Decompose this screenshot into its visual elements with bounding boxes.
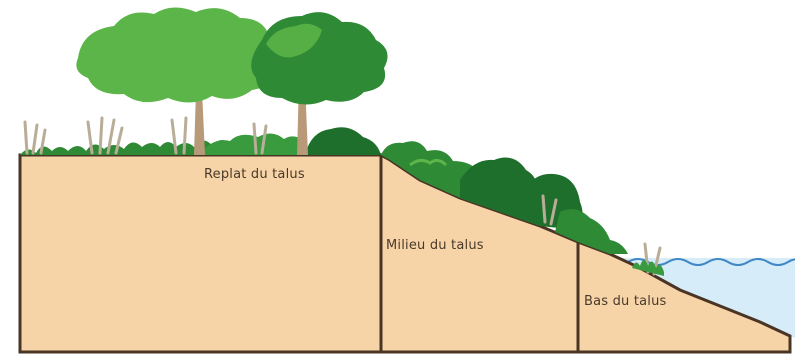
shore-grass bbox=[632, 260, 664, 276]
soil-bottom-slope bbox=[576, 239, 792, 354]
soil-plateau bbox=[18, 153, 383, 354]
label-top-zone: Replat du talus bbox=[204, 167, 305, 182]
tree-right bbox=[251, 12, 388, 155]
slope-shrubs bbox=[381, 141, 628, 254]
water-surface-line bbox=[627, 258, 795, 266]
plateau-reeds bbox=[23, 116, 268, 155]
tree-left bbox=[76, 7, 279, 155]
label-middle-zone: Milieu du talus bbox=[386, 238, 484, 253]
label-bottom-zone: Bas du talus bbox=[584, 294, 667, 309]
